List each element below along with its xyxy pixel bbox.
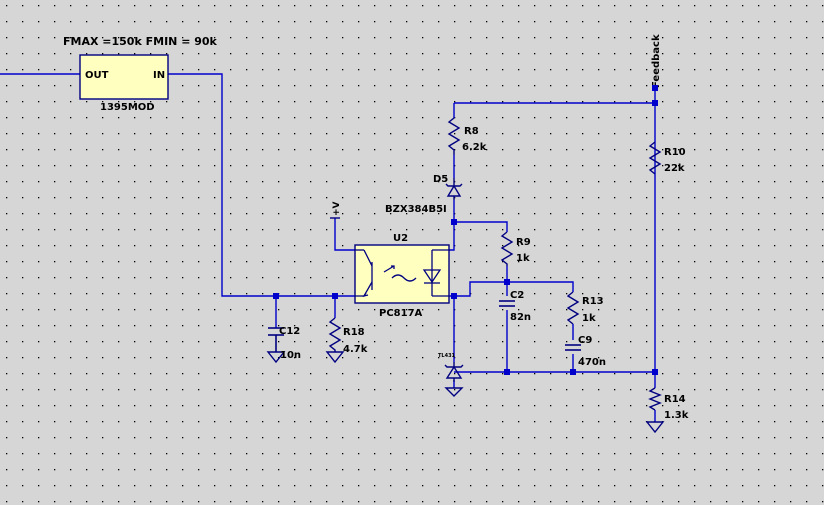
capacitors bbox=[268, 300, 581, 352]
r10-value: 22k bbox=[664, 163, 685, 174]
wires bbox=[0, 73, 656, 422]
u2-name: U2 bbox=[393, 233, 408, 244]
r9-value: 1k bbox=[516, 253, 530, 264]
c9-symbol[interactable] bbox=[565, 344, 581, 351]
c9-value: 470n bbox=[578, 357, 606, 368]
r14-name: R14 bbox=[664, 394, 686, 405]
r9-symbol[interactable] bbox=[500, 231, 514, 266]
c12-value: 10n bbox=[280, 350, 301, 361]
gnd-r18 bbox=[325, 351, 345, 364]
r10-name: R10 bbox=[664, 147, 686, 158]
feedback-flag bbox=[652, 85, 658, 91]
gnd-c12 bbox=[266, 351, 286, 364]
block-1395mod[interactable]: FMAX =150k FMIN = 90k OUT IN 1395MOD bbox=[63, 35, 218, 113]
c9-name: C9 bbox=[578, 335, 592, 346]
r18-symbol[interactable] bbox=[328, 317, 342, 352]
c12-symbol[interactable] bbox=[268, 327, 284, 352]
r13-value: 1k bbox=[582, 313, 596, 324]
resistors bbox=[328, 117, 662, 411]
block-name: 1395MOD bbox=[100, 102, 155, 113]
r8-value: 6.2k bbox=[462, 142, 487, 153]
junctions bbox=[273, 100, 658, 375]
block-pin-out: OUT bbox=[85, 70, 109, 81]
shunt-regulator[interactable] bbox=[444, 362, 464, 382]
r18-name: R18 bbox=[343, 327, 365, 338]
r8-name: R8 bbox=[464, 126, 479, 137]
d5-part: BZX384B5I bbox=[385, 204, 447, 215]
r14-value: 1.3k bbox=[664, 410, 689, 421]
grounds bbox=[266, 351, 665, 434]
wire-vplus[interactable] bbox=[334, 218, 355, 251]
c2-value: 82n bbox=[510, 312, 531, 323]
r10-symbol[interactable] bbox=[648, 141, 662, 175]
gnd-shunt bbox=[444, 387, 464, 397]
r13-name: R13 bbox=[582, 296, 604, 307]
c2-symbol[interactable] bbox=[499, 300, 515, 307]
vplus-supply[interactable]: +V bbox=[330, 201, 342, 219]
block-param-text: FMAX =150k FMIN = 90k bbox=[63, 35, 218, 48]
c12-name: C12 bbox=[279, 326, 300, 337]
u2-optocoupler[interactable] bbox=[354, 244, 450, 304]
shunt-ref-label: TL431 bbox=[438, 353, 456, 359]
r14-symbol[interactable] bbox=[648, 387, 662, 411]
d5-zener[interactable] bbox=[445, 178, 463, 200]
wire-cathode[interactable] bbox=[449, 281, 574, 297]
r18-value: 4.7k bbox=[343, 344, 368, 355]
feedback-label: Feedback bbox=[651, 34, 662, 88]
gnd-r14 bbox=[645, 421, 665, 434]
component-labels: R8 6.2k D5 BZX384B5I U2 PC817A R9 1k R10… bbox=[279, 126, 689, 421]
wire-node-r9[interactable] bbox=[454, 221, 508, 232]
wire-in-to-node[interactable] bbox=[168, 73, 355, 297]
r8-symbol[interactable] bbox=[447, 117, 461, 155]
c2-name: C2 bbox=[510, 290, 524, 301]
r9-name: R9 bbox=[516, 237, 531, 248]
r13-symbol[interactable] bbox=[566, 291, 580, 325]
block-pin-in: IN bbox=[153, 70, 165, 81]
vplus-label: +V bbox=[332, 201, 342, 216]
wire-d5-node[interactable] bbox=[449, 200, 455, 251]
d5-name: D5 bbox=[433, 174, 448, 185]
u2-part: PC817A bbox=[379, 308, 423, 319]
